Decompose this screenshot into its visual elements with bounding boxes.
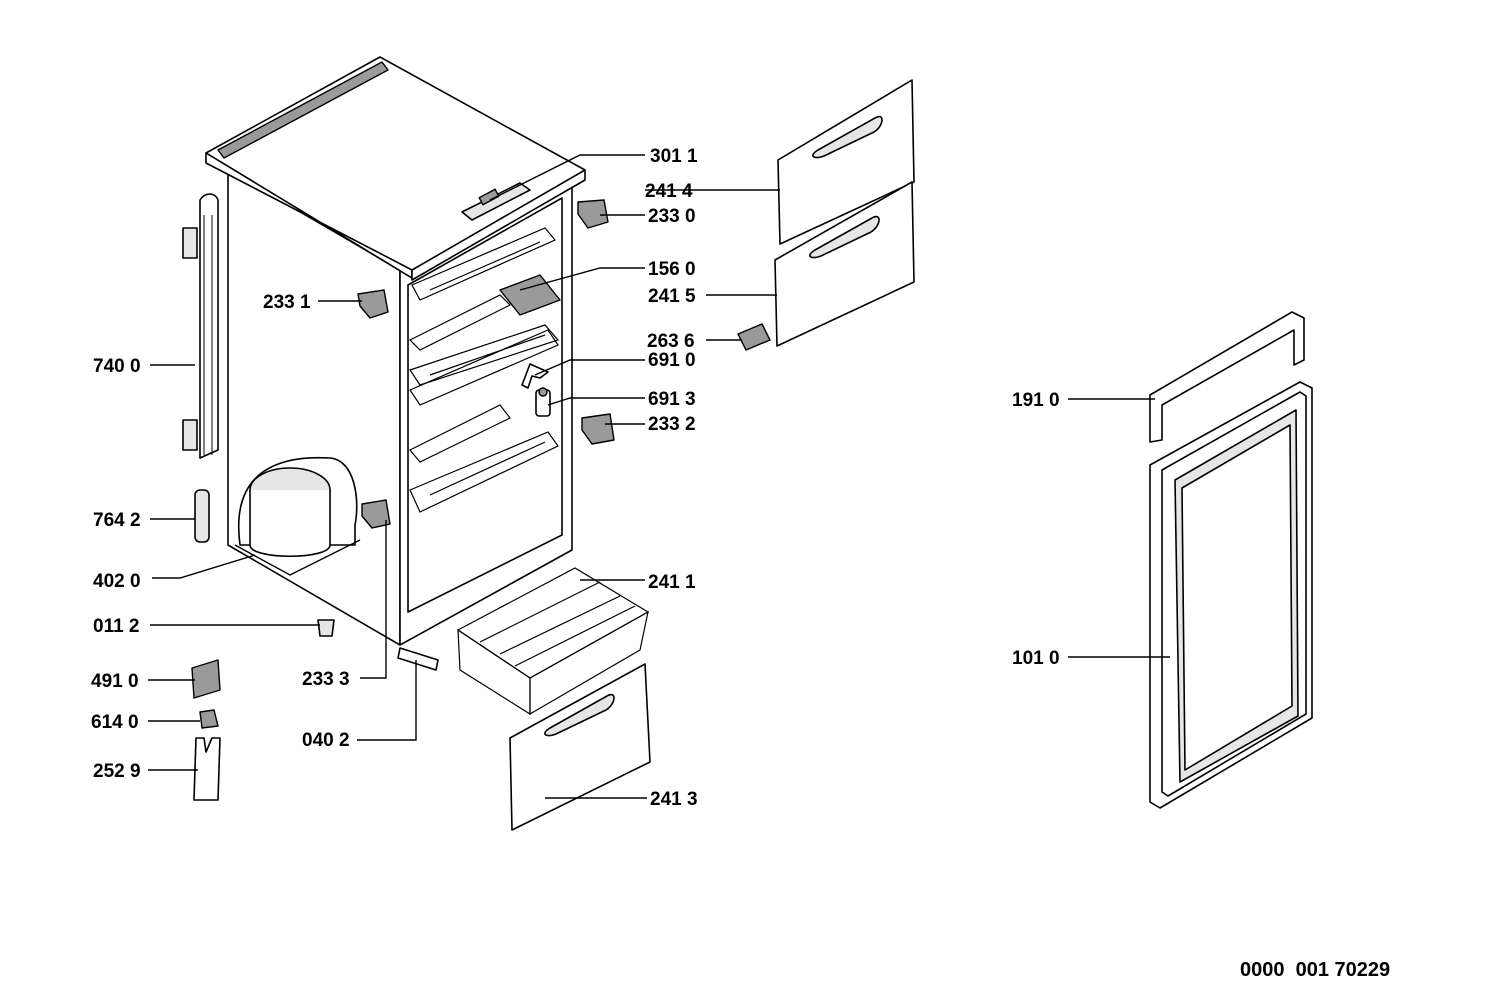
label-233-2: 233 2: [648, 414, 696, 435]
part-691-3-lamp: [535, 387, 551, 417]
label-011-2: 011 2: [93, 616, 140, 637]
leader-691-0: [534, 359, 645, 376]
part-156-0-egg-tray: [499, 274, 561, 316]
leader-402-0: [152, 554, 256, 579]
part-233-0-hinge: [577, 199, 609, 229]
label-252-9: 252 9: [93, 761, 141, 782]
label-614-0: 614 0: [91, 712, 139, 733]
part-233-3-hinge: [361, 499, 391, 529]
label-040-2: 040 2: [302, 730, 350, 751]
part-040-2-bottom-hinge: [397, 647, 439, 671]
label-691-3: 691 3: [648, 389, 696, 410]
label-233-3: 233 3: [302, 669, 350, 690]
part-156-0-wire-shelves: [408, 227, 560, 513]
part-691-0-lamp-holder: [521, 363, 549, 389]
part-241-4-drawer-front-upper: [777, 79, 915, 245]
fridge-cabinet: [205, 56, 586, 646]
part-402-0-compressor: [234, 456, 361, 576]
label-301-1: 301 1: [650, 146, 698, 167]
label-491-0: 491 0: [91, 671, 139, 692]
part-233-1-hinge: [357, 289, 389, 319]
part-labels: 301 1 241 4 233 0 156 0 241 5 233 1 263 …: [91, 146, 1060, 810]
label-191-0: 191 0: [1012, 390, 1060, 411]
label-263-6: 263 6: [647, 331, 695, 352]
part-252-9-bracket: [193, 737, 221, 801]
label-233-0: 233 0: [648, 206, 696, 227]
part-614-0-knob: [199, 709, 219, 729]
label-740-0: 740 0: [93, 356, 141, 377]
leader-301-1: [489, 154, 645, 201]
part-263-6-switch: [737, 323, 771, 351]
label-402-0: 402 0: [93, 571, 141, 592]
part-241-5-drawer-front-middle: [774, 181, 915, 347]
part-191-0-door-trim: [1149, 311, 1305, 443]
label-241-1: 241 1: [648, 572, 696, 593]
part-241-3-drawer-front-lower: [509, 663, 651, 831]
label-691-0: 691 0: [648, 350, 696, 371]
label-101-0: 101 0: [1012, 648, 1060, 669]
part-764-2-dryer-filter: [194, 489, 210, 543]
leader-040-2: [357, 660, 417, 741]
part-301-1-thermostat: [461, 182, 531, 221]
top-vent-grille: [217, 61, 389, 159]
part-740-0-condenser: [182, 193, 219, 459]
leader-233-3: [360, 520, 387, 679]
part-233-2-hinge: [581, 413, 615, 445]
document-number: 0000 001 70229: [1240, 959, 1390, 981]
part-241-1-basket: [456, 567, 650, 716]
label-764-2: 764 2: [93, 510, 141, 531]
leader-691-3: [547, 397, 645, 406]
leader-lines: [148, 154, 1170, 799]
label-241-4: 241 4: [645, 181, 693, 202]
label-156-0: 156 0: [648, 259, 696, 280]
part-011-2-foot: [317, 619, 335, 637]
label-241-5: 241 5: [648, 286, 696, 307]
part-101-0-door: [1149, 381, 1313, 809]
leader-156-0: [519, 267, 645, 291]
label-241-3: 241 3: [650, 789, 698, 810]
part-491-0-clip: [191, 659, 221, 699]
label-233-1: 233 1: [263, 292, 311, 313]
